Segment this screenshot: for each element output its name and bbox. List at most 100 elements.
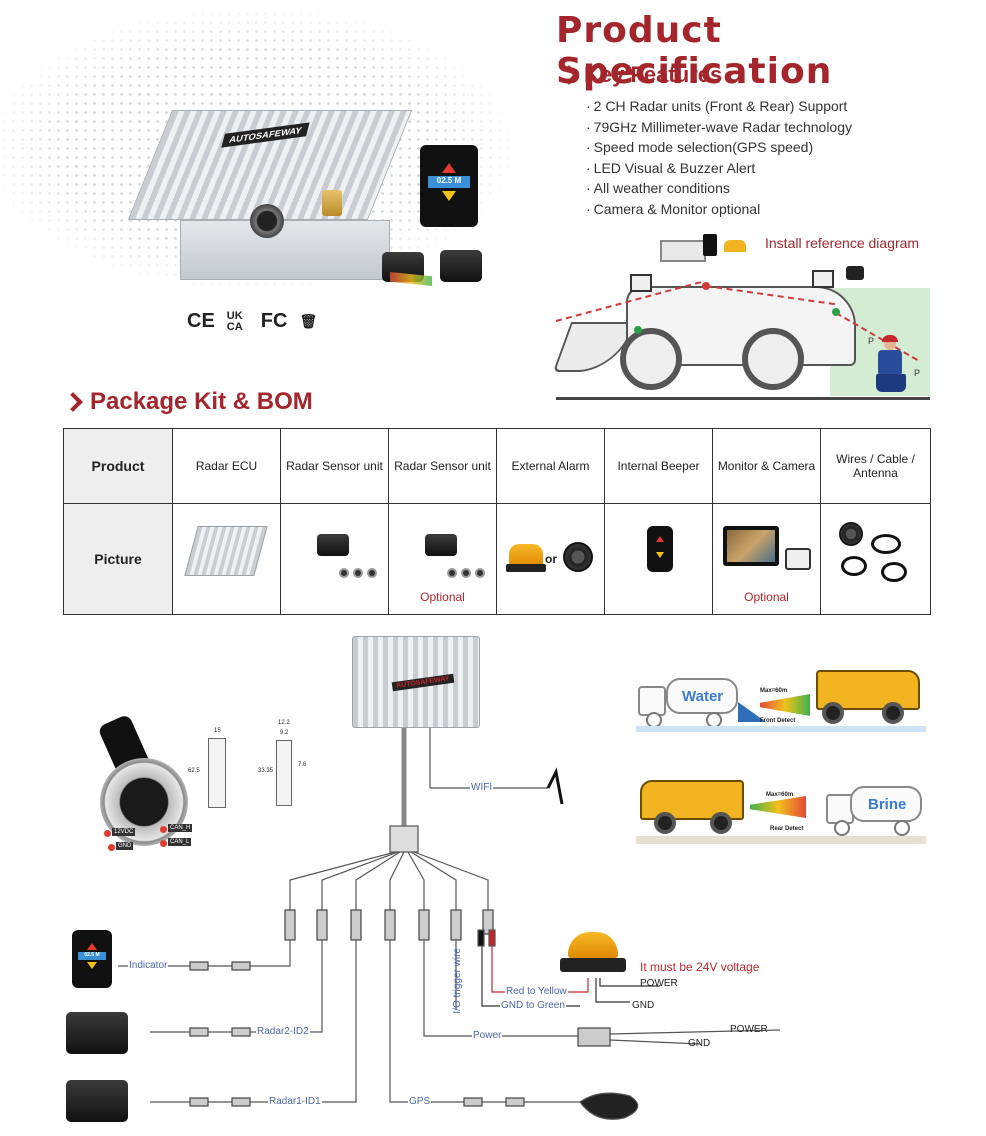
arrow-up-icon xyxy=(442,163,456,174)
bom-picture-beeper xyxy=(604,503,713,615)
bom-item-name: External Alarm xyxy=(496,428,605,504)
sensor-thumbnail xyxy=(425,534,457,556)
front-detect-scene: Water Max=60m Front Detect xyxy=(636,660,926,742)
indicator-device-image: 02.5 M xyxy=(72,930,112,988)
install-reference-diagram: P P xyxy=(552,234,930,400)
ecu-position-marker xyxy=(702,282,710,290)
voltage-warning: It must be 24V voltage xyxy=(640,960,760,974)
dim-label: 9.2 xyxy=(280,730,289,736)
radar2-sensor-image xyxy=(66,1012,128,1054)
camera-thumbnail xyxy=(785,548,811,570)
key-features-list: 2 CH Radar units (Front & Rear) Support … xyxy=(586,96,852,219)
wire-label-io-trigger: I/O trigger wire xyxy=(452,948,463,1014)
rear-max-range: Max=60m xyxy=(766,792,794,798)
bom-item-name: Radar ECU xyxy=(172,428,281,504)
loader-wheel xyxy=(620,328,682,390)
bom-picture-monitor: Optional xyxy=(712,503,821,615)
bom-item-name: Radar Sensor unit xyxy=(280,428,389,504)
pin-marker xyxy=(108,844,115,851)
wire-label-radar2: Radar2-ID2 xyxy=(256,1026,310,1037)
table-row: Product Radar ECU Radar Sensor unit Rada… xyxy=(63,428,931,504)
cable-thumbnail xyxy=(881,562,907,582)
ecu-antenna-connector xyxy=(322,190,342,216)
alarm-gnd-label: GND xyxy=(632,1000,655,1011)
row-header-picture: Picture xyxy=(63,503,173,615)
water-truck-label: Water xyxy=(682,688,724,705)
nut-thumbnail xyxy=(475,568,485,578)
nut-thumbnail xyxy=(353,568,363,578)
wire-label-gps: GPS xyxy=(408,1096,432,1107)
camera-mini-icon xyxy=(812,270,834,288)
bom-table: Product Radar ECU Radar Sensor unit Rada… xyxy=(63,428,931,615)
chevron-right-icon xyxy=(562,66,576,84)
bom-item-name: Radar Sensor unit xyxy=(388,428,497,504)
package-kit-heading: Package Kit & BOM xyxy=(66,388,313,416)
feature-item: 2 CH Radar units (Front & Rear) Support xyxy=(586,96,852,117)
front-max-range: Max=60m xyxy=(760,688,788,694)
arrow-down-icon xyxy=(442,190,456,201)
weee-bin-icon: 🗑 xyxy=(299,313,318,329)
chevron-right-icon xyxy=(66,393,80,411)
bom-picture-sensor-optional: Optional xyxy=(388,503,497,615)
dim-label: 15 xyxy=(214,728,221,734)
feature-item: LED Visual & Buzzer Alert xyxy=(586,158,852,179)
nut-thumbnail xyxy=(367,568,377,578)
clearance-label: P xyxy=(914,368,921,378)
pin-label: CAN_L xyxy=(168,838,192,846)
indicator-display-image: 02.5 M xyxy=(420,145,478,227)
feature-item: Camera & Monitor optional xyxy=(586,199,852,220)
table-row: Picture Optional or xyxy=(63,503,931,615)
feature-item: 79GHz Millimeter-wave Radar technology xyxy=(586,117,852,138)
brine-truck-label: Brine xyxy=(868,796,907,813)
connector-dimension-drawing: 15 12.2 9.2 62.5 33.35 7.6 xyxy=(180,720,310,812)
horn-thumbnail xyxy=(563,542,593,572)
radar-ecu-image: AUTOSAFEWAY xyxy=(127,110,413,280)
beeper-thumbnail xyxy=(647,526,673,572)
ecu-front-panel xyxy=(180,220,390,280)
radar-beam-graphic xyxy=(390,272,432,286)
bom-picture-sensor xyxy=(280,503,389,615)
nut-thumbnail xyxy=(461,568,471,578)
worker-figure xyxy=(870,335,910,394)
key-features-title: Key Features xyxy=(584,62,723,87)
pin-marker xyxy=(160,826,167,833)
radar-sensor-image xyxy=(440,250,482,282)
indicator-mini-icon xyxy=(703,234,717,256)
wire-label-red-to-yellow: Red to Yellow xyxy=(505,986,568,997)
rear-sensor-marker xyxy=(832,308,840,316)
ecu-main-connector xyxy=(250,204,284,238)
antenna-thumbnail xyxy=(839,522,863,546)
front-sensor-marker xyxy=(634,326,642,334)
ce-mark: CE xyxy=(187,310,215,332)
bom-item-name: Monitor & Camera xyxy=(712,428,821,504)
pin-marker xyxy=(160,840,167,847)
certification-marks: CE UK CA FC 🗑 xyxy=(187,310,317,333)
indicator-readout: 02.5 M xyxy=(428,176,470,188)
sensor-thumbnail xyxy=(317,534,349,556)
key-features-heading: Key Features xyxy=(562,62,722,88)
optional-badge: Optional xyxy=(744,590,789,604)
wire-label-power: Power xyxy=(472,1030,503,1041)
nut-thumbnail xyxy=(339,568,349,578)
install-diagram-label: Install reference diagram xyxy=(765,235,920,251)
beacon-mini-icon xyxy=(724,240,746,252)
dim-label: 7.6 xyxy=(298,762,307,768)
indicator-readout: 02.5 M xyxy=(77,952,107,961)
ground-line xyxy=(556,397,930,400)
dim-label: 33.35 xyxy=(258,768,274,774)
front-detect-label: Front Detect xyxy=(760,718,796,724)
wiring-ecu-image: AUTOSAFEWAY xyxy=(352,636,480,728)
alarm-power-label: POWER xyxy=(640,978,678,989)
supply-power-label: POWER xyxy=(730,1024,768,1035)
pin-marker xyxy=(104,830,111,837)
bom-item-name: Wires / Cable / Antenna xyxy=(820,428,931,504)
feature-item: All weather conditions xyxy=(586,178,852,199)
wire-label-gnd-to-green: GND to Green xyxy=(500,1000,566,1011)
alarm-beacon-image xyxy=(560,932,626,976)
loader-wheel xyxy=(742,328,804,390)
rear-detect-scene: Max=60m Rear Detect Brine xyxy=(636,772,926,858)
camera-mini-icon xyxy=(630,274,652,292)
feature-item: Speed mode selection(GPS speed) xyxy=(586,137,852,158)
cable-thumbnail xyxy=(871,534,901,554)
pin-label: CAN_H xyxy=(168,824,193,832)
